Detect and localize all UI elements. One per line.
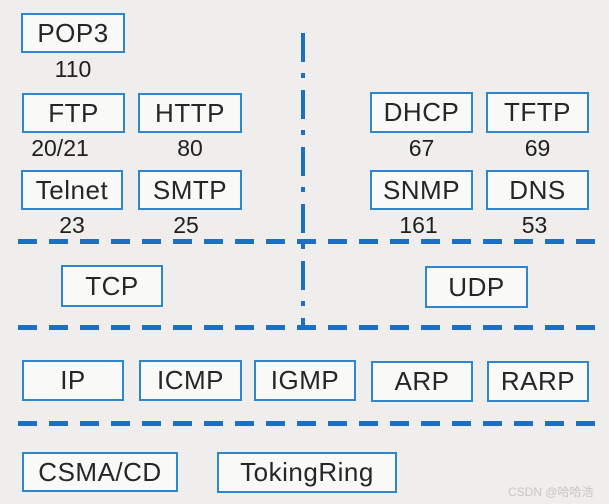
protocol-box-pop3: POP3	[21, 13, 125, 53]
protocol-box-snmp: SNMP	[370, 170, 473, 210]
protocol-box-http: HTTP	[138, 93, 242, 133]
protocol-box-dns: DNS	[486, 170, 589, 210]
port-label-smtp: 25	[173, 212, 199, 238]
port-label-dhcp: 67	[408, 135, 435, 161]
center-divider-vertical	[301, 33, 305, 325]
protocol-box-tftp: TFTP	[486, 92, 589, 133]
protocol-box-ftp: FTP	[22, 93, 125, 133]
port-label-ftp: 20/21	[31, 135, 89, 161]
protocol-box-rarp: RARP	[487, 361, 589, 402]
layer-divider-application-transport	[18, 239, 602, 244]
protocol-box-igmp: IGMP	[254, 360, 356, 401]
protocol-box-ip: IP	[22, 360, 124, 401]
port-label-pop3: 110	[54, 56, 92, 82]
protocol-box-icmp: ICMP	[139, 360, 242, 401]
protocol-box-tokingring: TokingRing	[217, 452, 397, 493]
protocol-box-csmacd: CSMA/CD	[22, 452, 178, 492]
layer-divider-network-link	[18, 421, 602, 426]
protocol-box-telnet: Telnet	[21, 170, 123, 210]
port-label-dns: 53	[521, 212, 548, 238]
port-label-tftp: 69	[524, 135, 551, 161]
layer-divider-transport-network	[18, 325, 602, 330]
protocol-box-udp: UDP	[425, 266, 528, 308]
protocol-box-smtp: SMTP	[138, 170, 242, 210]
port-label-http: 80	[177, 135, 203, 161]
protocol-box-arp: ARP	[371, 361, 473, 402]
port-label-telnet: 23	[59, 212, 85, 238]
protocol-box-dhcp: DHCP	[370, 92, 473, 133]
csdn-watermark: CSDN @哈哈浩	[508, 485, 594, 499]
port-label-snmp: 161	[399, 212, 438, 238]
protocol-box-tcp: TCP	[61, 265, 163, 307]
